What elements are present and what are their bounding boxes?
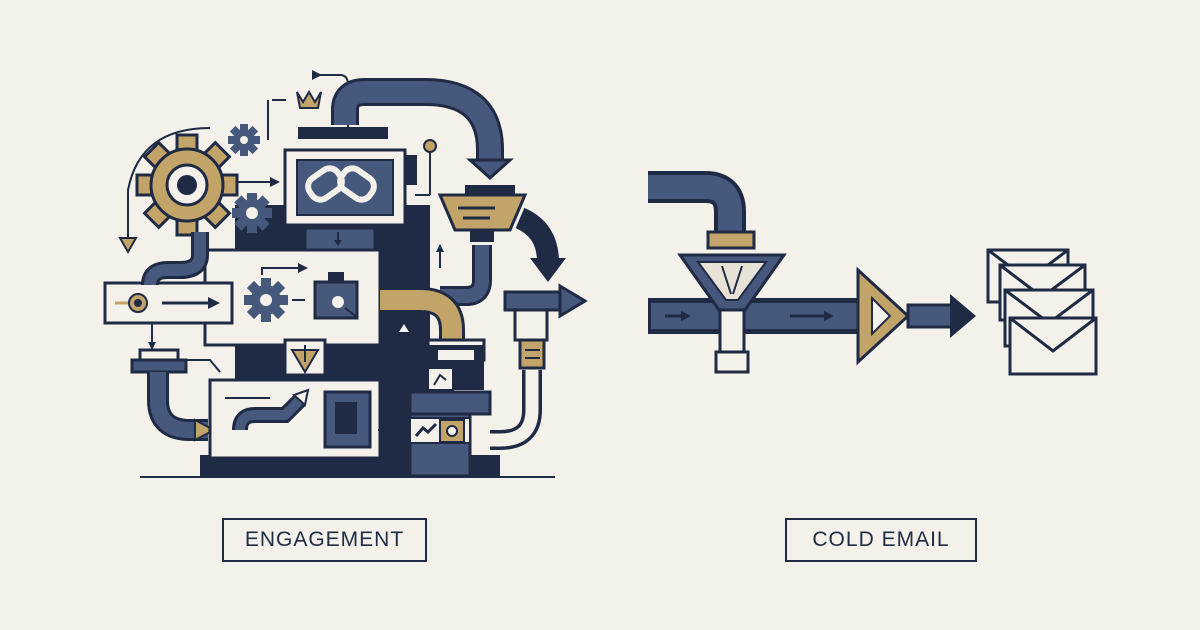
arrow-icon xyxy=(906,294,976,338)
pipe-icon xyxy=(648,171,756,250)
gold-funnel xyxy=(437,185,528,242)
funnel-icon xyxy=(677,253,787,374)
pipe-icon xyxy=(331,78,514,181)
chart-icon xyxy=(414,422,438,437)
left-loop-line xyxy=(118,127,211,255)
cold-email-pipeline xyxy=(648,171,1098,376)
process-gear-icon xyxy=(244,278,288,322)
envelope-icon xyxy=(986,248,1098,376)
input-module xyxy=(103,281,234,325)
lower-panel xyxy=(208,338,408,460)
top-gear-icon xyxy=(228,124,260,156)
main-pipe xyxy=(648,298,863,334)
small-gear-icon xyxy=(232,193,272,233)
play-marker xyxy=(856,266,911,366)
link-icon xyxy=(305,165,377,203)
stack-modules xyxy=(408,338,492,478)
gear-icon xyxy=(135,133,239,237)
lower-pipe xyxy=(130,348,221,442)
crown-marker xyxy=(296,90,322,109)
engagement-machine xyxy=(103,70,588,478)
arrow-icon xyxy=(238,177,280,187)
process-panel xyxy=(203,226,382,347)
output-nozzle xyxy=(503,283,588,370)
cold-email-label: COLD EMAIL xyxy=(785,518,977,562)
engagement-label: ENGAGEMENT xyxy=(222,518,427,562)
link-module xyxy=(283,127,417,227)
curved-arrow-icon xyxy=(515,207,566,282)
